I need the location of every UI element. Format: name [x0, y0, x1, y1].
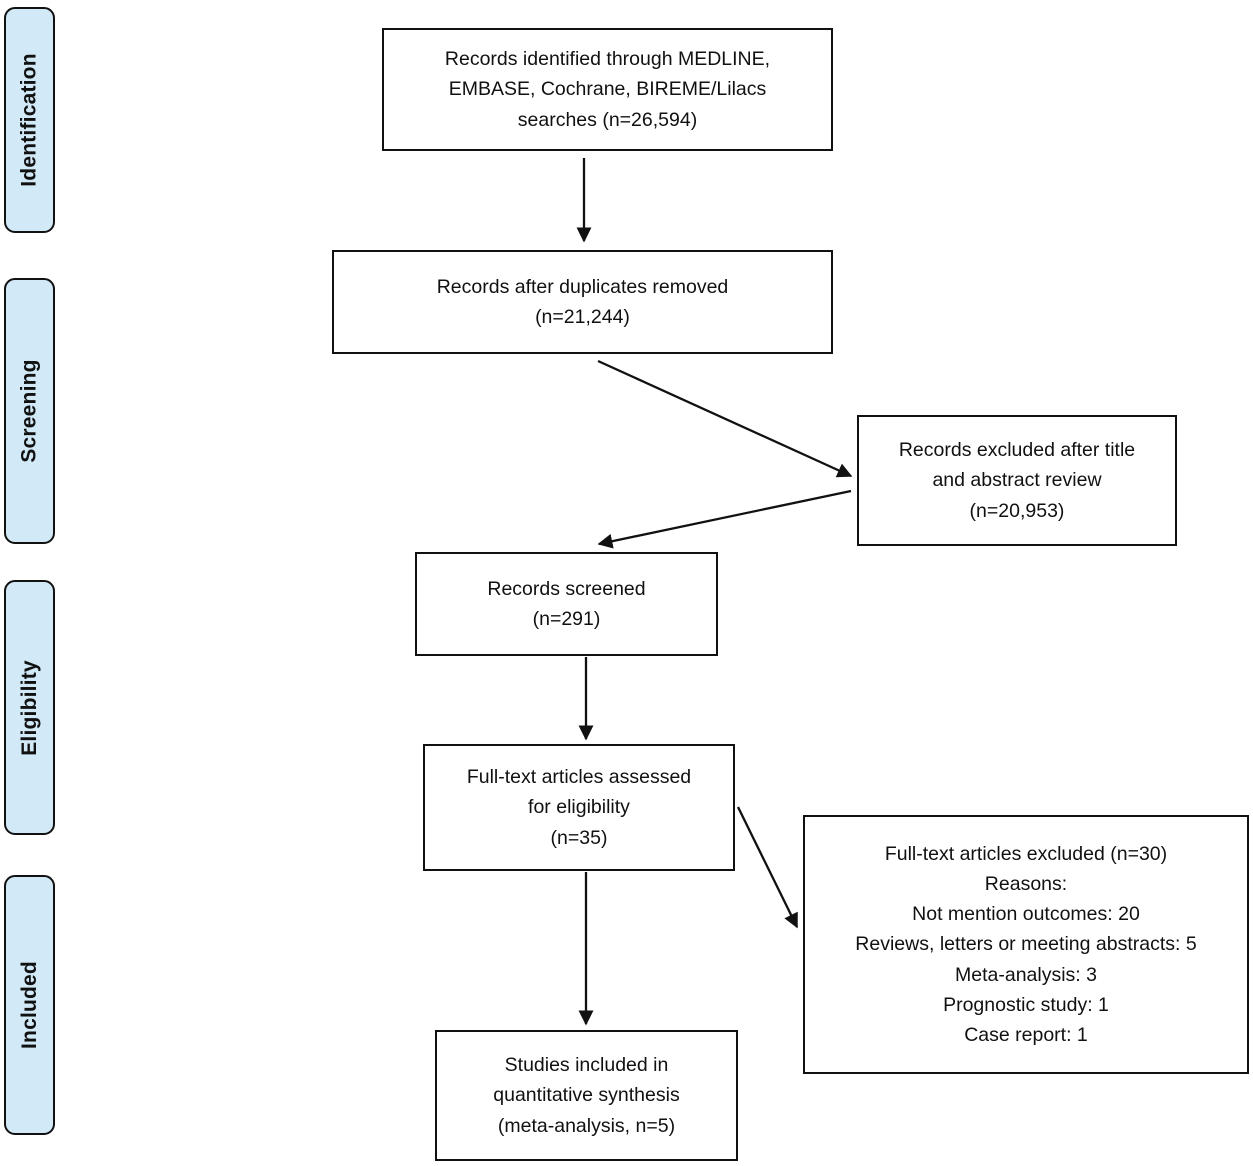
arrow-excluded-to-screened	[597, 489, 852, 549]
box-excluded-title-abstract-text: Records excluded after title and abstrac…	[898, 439, 1136, 522]
box-records-screened: Records screened (n=291)	[415, 552, 718, 656]
box-records-screened-text: Records screened (n=291)	[487, 577, 646, 630]
box-duplicates-removed-text: Records after duplicates removed (n=21,2…	[436, 275, 729, 328]
stage-label-screening-text: Screening	[17, 359, 41, 463]
box-included-synthesis: Studies included in quantitative synthes…	[435, 1030, 738, 1161]
arrow-deduplicated-to-excluded	[597, 359, 853, 478]
stage-label-identification: Identification	[4, 7, 55, 233]
box-fulltext-assessed-text: Full-text articles assessed for eligibil…	[466, 766, 692, 849]
box-fulltext-excluded: Full-text articles excluded (n=30) Reaso…	[803, 815, 1249, 1074]
box-included-synthesis-text: Studies included in quantitative synthes…	[493, 1054, 680, 1137]
stage-label-included-text: Included	[17, 961, 41, 1049]
stage-label-eligibility: Eligibility	[4, 580, 55, 835]
box-excluded-title-abstract: Records excluded after title and abstrac…	[857, 415, 1177, 546]
stage-label-eligibility-text: Eligibility	[17, 659, 41, 756]
stage-label-identification-text: Identification	[17, 53, 41, 187]
box-records-identified-text: Records identified through MEDLINE, EMBA…	[444, 48, 771, 131]
stage-label-screening: Screening	[4, 278, 55, 544]
arrow-fulltext-to-fulltext-excluded	[736, 806, 799, 929]
stage-label-included: Included	[4, 875, 55, 1135]
box-duplicates-removed: Records after duplicates removed (n=21,2…	[332, 250, 833, 354]
box-fulltext-assessed: Full-text articles assessed for eligibil…	[423, 744, 735, 871]
box-fulltext-excluded-text: Full-text articles excluded (n=30) Reaso…	[855, 842, 1197, 1047]
box-records-identified: Records identified through MEDLINE, EMBA…	[382, 28, 833, 151]
